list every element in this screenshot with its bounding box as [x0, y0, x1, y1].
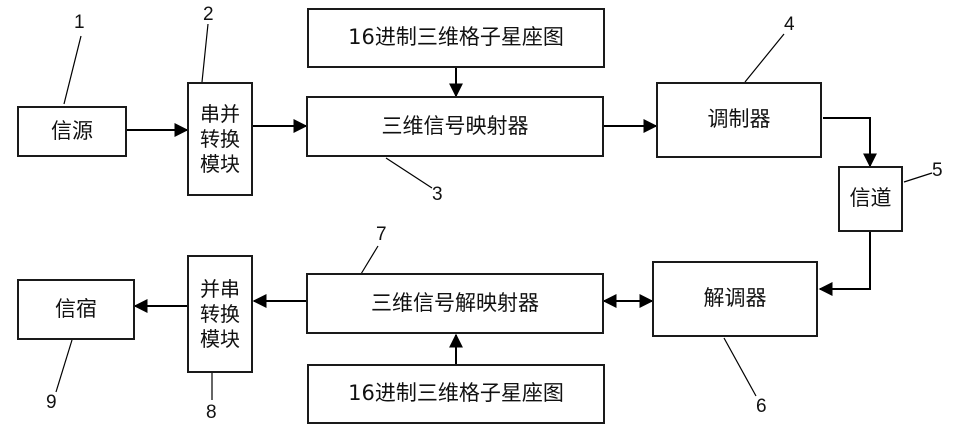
demapper-label: 三维信号解映射器	[371, 291, 539, 316]
constellation-bottom-label: 16进制三维格子星座图	[348, 381, 564, 406]
modulator-block: 调制器	[656, 82, 822, 158]
mapper-label: 三维信号映射器	[382, 114, 529, 139]
parallel-serial-label: 并串转换模块	[191, 277, 249, 352]
arrow-modulator-to-channel	[823, 118, 870, 166]
ref-number-7: 7	[376, 224, 387, 246]
ref-number-6: 6	[756, 396, 767, 418]
leader-5	[904, 173, 932, 182]
parallel-serial-block: 并串转换模块	[187, 255, 253, 373]
leader-6	[724, 338, 756, 396]
demodulator-label: 解调器	[704, 286, 767, 311]
leader-1	[64, 36, 81, 104]
leader-9	[56, 340, 72, 392]
leader-2	[202, 24, 208, 82]
ref-number-5: 5	[932, 160, 943, 182]
arrow-channel-to-demodulator	[820, 232, 870, 289]
leader-3	[386, 158, 432, 188]
ref-number-9: 9	[46, 392, 57, 414]
constellation-bottom-block: 16进制三维格子星座图	[307, 364, 605, 424]
leader-4	[745, 34, 784, 82]
serial-parallel-label: 串并转换模块	[191, 102, 249, 177]
ref-number-1: 1	[74, 12, 85, 34]
ref-number-2: 2	[203, 4, 214, 26]
modulator-label: 调制器	[708, 107, 771, 132]
source-label: 信源	[51, 119, 93, 144]
channel-block: 信道	[838, 166, 903, 232]
leader-7	[361, 246, 378, 274]
constellation-top-label: 16进制三维格子星座图	[348, 25, 564, 50]
serial-parallel-block: 串并转换模块	[187, 82, 253, 196]
sink-label: 信宿	[55, 297, 97, 322]
demapper-block: 三维信号解映射器	[306, 273, 604, 334]
source-block: 信源	[17, 106, 127, 157]
mapper-block: 三维信号映射器	[306, 96, 604, 157]
constellation-top-block: 16进制三维格子星座图	[307, 8, 605, 68]
channel-label: 信道	[850, 186, 892, 211]
ref-number-8: 8	[206, 402, 217, 424]
demodulator-block: 解调器	[652, 261, 818, 337]
ref-number-3: 3	[432, 184, 443, 206]
ref-number-4: 4	[784, 14, 795, 36]
sink-block: 信宿	[17, 279, 135, 340]
